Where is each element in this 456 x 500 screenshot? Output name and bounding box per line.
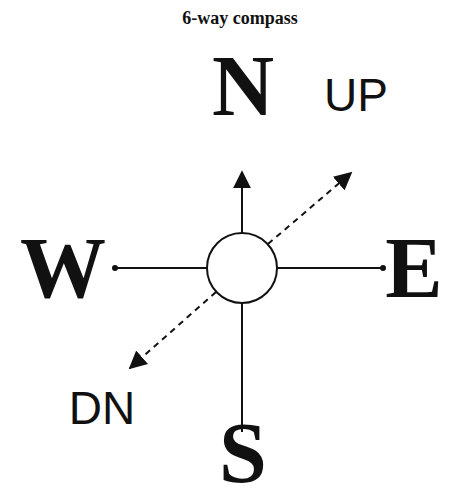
up-arrow [268, 173, 351, 244]
east-label: E [385, 225, 442, 311]
east-dot [380, 265, 386, 271]
down-label: DN [69, 385, 135, 431]
west-dot [112, 265, 118, 271]
north-label: N [212, 43, 274, 129]
center-circle [207, 233, 277, 303]
west-label: W [20, 225, 106, 311]
up-label: UP [324, 72, 388, 118]
west-line [115, 267, 207, 269]
down-arrow [130, 292, 216, 368]
east-line [277, 267, 383, 269]
diagram-title: 6-way compass [182, 9, 298, 27]
south-label: S [219, 410, 267, 496]
north-arrow [241, 172, 243, 233]
